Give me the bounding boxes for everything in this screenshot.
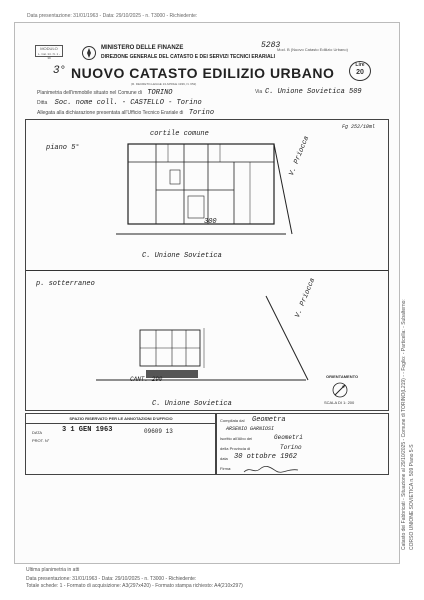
room-number: 300: [204, 218, 217, 226]
data-sign-value: 30 ottobre 1962: [234, 453, 298, 461]
via-value: C. Unione Sovietica 509: [265, 88, 362, 96]
compilata-value: Geometra: [252, 416, 286, 424]
via-label: Via: [255, 89, 263, 95]
prot-value: 09609 13: [144, 428, 173, 435]
name-value: ARSENIO GARNIOSI: [226, 426, 275, 432]
firma-label: Firma:: [220, 466, 232, 471]
scale-note: Fg 252/10ml: [342, 124, 376, 130]
iscritto-value: Geometri: [274, 434, 303, 441]
plan-divider: [26, 270, 388, 271]
iscritto-label: Iscritto all'Albo dei: [220, 436, 253, 441]
side-text-2: CORSO UNIONE SOVIETICA n. 509 Piano 5-S: [409, 444, 415, 550]
cortile-label: cortile comune: [150, 130, 209, 138]
provincia-value: Torino: [280, 444, 302, 451]
compilata-label: Compilata dal: [220, 418, 245, 423]
lire-value: 20: [356, 69, 364, 76]
cant-label: CANT. 290: [130, 376, 163, 383]
signature-mark: [242, 462, 302, 473]
header-presentation: Data presentazione: 31/01/1963 - Data: 2…: [27, 13, 198, 19]
reserved-area: SPAZIO RISERVATO PER LE ANNOTAZIONI D'UF…: [25, 413, 217, 475]
allegata-row: Allegata alla dichiarazione presentata a…: [37, 109, 377, 117]
side-text-1: Catasto dei Fabbricati - Situazione al 2…: [401, 299, 407, 550]
mod-label: Mod. B (Nuovo Catasto Edilizio Urbano): [277, 47, 348, 52]
signature-area: Compilata dal Geometra ARSENIO GARNIOSI …: [215, 413, 389, 475]
ministry: MINISTERO DELLE FINANZE: [101, 45, 184, 51]
prot-label: PROT. N°: [32, 438, 50, 443]
footer-line-1: Data presentazione: 31/01/1963 - Data: 2…: [26, 576, 197, 582]
compass-icon: [332, 382, 348, 398]
allegata-value: Torino: [188, 109, 215, 117]
ditta-value: Soc. nome coll. - CASTELLO - Torino: [54, 99, 202, 107]
ditta-row: Ditta Soc. nome coll. - CASTELLO - Torin…: [37, 99, 377, 107]
lower-floor-plan: [96, 295, 309, 381]
data-label: DATA: [32, 430, 43, 435]
upper-floor-plan: [116, 143, 293, 235]
street-bottom-2-label: C. Unione Sovietica: [152, 400, 232, 408]
emblem-icon: [81, 45, 97, 61]
scala-label: SCALA DI 1: 200: [324, 400, 355, 405]
planimetry-row: Planimetria dell'immobile situato nel Co…: [37, 88, 377, 97]
model-box: MODULO L. Cat. Int. N. 1 - 39: [35, 45, 63, 60]
data-sign-label: data: [220, 456, 228, 461]
model-box-sub: L. Cat. Int. N. 1 - 39: [37, 52, 60, 60]
directorate: DIREZIONE GENERALE DEL CATASTO E DEI SER…: [101, 54, 275, 60]
lire-seal: Lire 20: [349, 61, 371, 81]
street-bottom-label: C. Unione Sovietica: [142, 252, 222, 260]
plan-frame: cortile comune Fg 252/10ml piano 5° 300 …: [25, 119, 389, 411]
comune-value: TORINO: [147, 89, 173, 97]
lire-label: Lire: [355, 62, 365, 68]
model-box-label: MODULO: [40, 46, 58, 51]
handwritten-number: 3°: [53, 65, 67, 77]
planimetry-label: Planimetria dell'immobile situato nel Co…: [37, 90, 142, 96]
stamp-code: 5283: [261, 41, 281, 50]
ditta-label: Ditta: [37, 100, 48, 106]
provincia-label: della Provincia di: [220, 446, 251, 451]
orientamento-label: ORIENTAMENTO: [326, 374, 359, 379]
sotterraneo-label: p. sotterraneo: [36, 280, 95, 288]
form-title: NUOVO CATASTO EDILIZIO URBANO: [71, 65, 335, 81]
allegata-label: Allegata alla dichiarazione presentata a…: [37, 110, 184, 116]
document-sheet: MODULO L. Cat. Int. N. 1 - 39 5283 Mod. …: [14, 22, 400, 564]
piano-label: piano 5°: [46, 144, 80, 152]
date-stamp: 3 1 GEN 1963: [62, 426, 113, 434]
footer-ultima: Ultima planimetria in atti: [26, 567, 80, 573]
reserved-title: SPAZIO RISERVATO PER LE ANNOTAZIONI D'UF…: [26, 414, 216, 424]
form-title-sub: (R. DECRETO-LEGGE 13 APRILE 1939, N. 652…: [131, 82, 197, 86]
footer-line-2: Totale schede: 1 - Formato di acquisizio…: [26, 583, 243, 589]
